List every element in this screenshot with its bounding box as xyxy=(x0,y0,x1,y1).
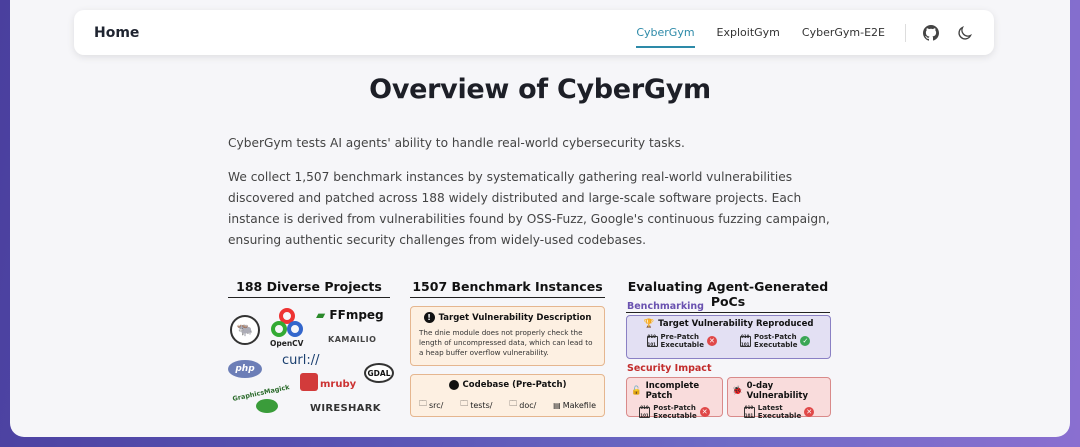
folder-doc: 🗀doc/ xyxy=(509,398,536,412)
nav-cybergym-e2e[interactable]: CyberGym-E2E xyxy=(801,26,885,39)
security-impact-label: Security Impact xyxy=(627,363,712,374)
benchmarking-label: Benchmarking xyxy=(627,301,704,312)
target-description-text: The dnie module does not properly check … xyxy=(419,328,593,357)
folder-icon: 🗀 xyxy=(419,399,427,408)
file-icon: ▤ xyxy=(553,400,561,410)
php-logo: php xyxy=(228,360,262,378)
github-icon[interactable] xyxy=(922,24,940,42)
codebase-heading: Codebase (Pre-Patch) xyxy=(419,380,596,390)
cross-icon: ✕ xyxy=(699,407,710,417)
curl-logo: curl:// xyxy=(282,353,320,368)
file-makefile-label: Makefile xyxy=(562,400,596,410)
nav-links: CyberGym ExploitGym CyberGym-E2E xyxy=(614,10,974,55)
binary-icon: 010 101 xyxy=(639,405,651,418)
page-panel: Home CyberGym ExploitGym CyberGym-E2E Ov… xyxy=(10,0,1070,437)
folder-icon: 🗀 xyxy=(509,399,518,408)
pre-patch-label: Pre-Patch xyxy=(660,333,699,341)
description-paragraph: We collect 1,507 benchmark instances by … xyxy=(228,170,830,247)
folder-tests: 🗀tests/ xyxy=(460,398,492,412)
nav-exploitgym[interactable]: ExploitGym xyxy=(716,26,780,39)
zero-day-heading: 🐞 0-day Vulnerability xyxy=(732,381,826,401)
binary-icon: 010 101 xyxy=(743,405,755,418)
latest-exe-label: Executable xyxy=(757,412,802,420)
target-description-heading: ! Target Vulnerability Description xyxy=(419,312,596,323)
incomplete-exe-label: Executable xyxy=(653,412,697,420)
target-description-title: Target Vulnerability Description xyxy=(438,312,592,323)
nav-divider xyxy=(905,23,906,42)
codebase-box: Codebase (Pre-Patch) 🗀src/ 🗀tests/ 🗀doc/… xyxy=(410,374,605,417)
graphicsmagick-icon xyxy=(256,399,278,413)
binary-icon: 010 101 xyxy=(740,334,752,347)
latest-label: Latest xyxy=(757,404,783,412)
incomplete-patch-title: Incomplete Patch xyxy=(645,381,700,401)
gdal-logo: GDAL xyxy=(364,363,394,383)
folder-src-label: src/ xyxy=(429,400,444,410)
ffmpeg-label: FFmpeg xyxy=(329,308,384,322)
check-icon: ✓ xyxy=(800,336,811,346)
wireshark-label: WIRESHARK xyxy=(310,403,381,414)
projects-heading: 188 Diverse Projects xyxy=(228,279,390,298)
kamailio-logo: KAMAILIO xyxy=(328,335,377,344)
folder-tests-label: tests/ xyxy=(470,400,493,410)
opencv-logo-icon xyxy=(270,307,304,339)
benchmarking-box: 🏆 Target Vulnerability Reproduced 010 10… xyxy=(626,315,831,359)
trophy-icon: 🏆 xyxy=(643,319,655,329)
page-title: Overview of CyberGym xyxy=(369,74,711,105)
bug-icon: 🐞 xyxy=(732,386,743,396)
evaluation-heading: Evaluating Agent-Generated PoCs xyxy=(626,279,830,313)
cross-icon: ✕ xyxy=(804,407,815,417)
folder-doc-label: doc/ xyxy=(519,400,537,410)
lock-icon: 🔓 xyxy=(631,386,642,396)
folder-src: 🗀src/ xyxy=(419,398,443,412)
mruby-label: mruby xyxy=(320,379,357,390)
top-navbar: Home CyberGym ExploitGym CyberGym-E2E xyxy=(74,10,994,55)
pre-patch-exe-label: Executable xyxy=(660,341,704,349)
post-patch-exe-label: Executable xyxy=(754,341,798,349)
file-makefile: ▤Makefile xyxy=(553,398,596,412)
moon-icon[interactable] xyxy=(956,24,974,42)
incomplete-post-patch-label: Post-Patch xyxy=(653,404,696,412)
alert-icon: ! xyxy=(423,312,435,323)
opencv-label: OpenCV xyxy=(270,339,304,348)
reproduced-heading: 🏆 Target Vulnerability Reproduced xyxy=(635,319,822,329)
zero-day-title: 0-day Vulnerability xyxy=(746,381,809,401)
nav-cybergym[interactable]: CyberGym xyxy=(636,10,695,55)
intro-paragraph: CyberGym tests AI agents' ability to han… xyxy=(228,136,685,150)
cross-icon: ✕ xyxy=(706,336,717,346)
instances-heading: 1507 Benchmark Instances xyxy=(410,279,605,298)
folder-icon: 🗀 xyxy=(460,399,469,408)
reproduced-title: Target Vulnerability Reproduced xyxy=(658,319,814,329)
github-small-icon xyxy=(448,380,459,390)
codebase-title: Codebase (Pre-Patch) xyxy=(462,380,567,390)
mruby-cube-icon xyxy=(300,373,318,391)
binary-icon: 010 101 xyxy=(646,334,658,347)
ffmpeg-logo: ▰ FFmpeg xyxy=(316,308,384,322)
gnu-logo-icon: 🐃 xyxy=(230,315,260,345)
target-description-box: ! Target Vulnerability Description The d… xyxy=(410,306,605,366)
home-link[interactable]: Home xyxy=(94,24,140,41)
incomplete-patch-heading: 🔓 Incomplete Patch xyxy=(631,381,718,401)
post-patch-label: Post-Patch xyxy=(754,333,797,341)
codebase-items: 🗀src/ 🗀tests/ 🗀doc/ ▤Makefile xyxy=(419,398,596,412)
project-logos: 🐃 OpenCV ▰ FFmpeg KAMAILIO php curl:// G… xyxy=(228,305,396,417)
